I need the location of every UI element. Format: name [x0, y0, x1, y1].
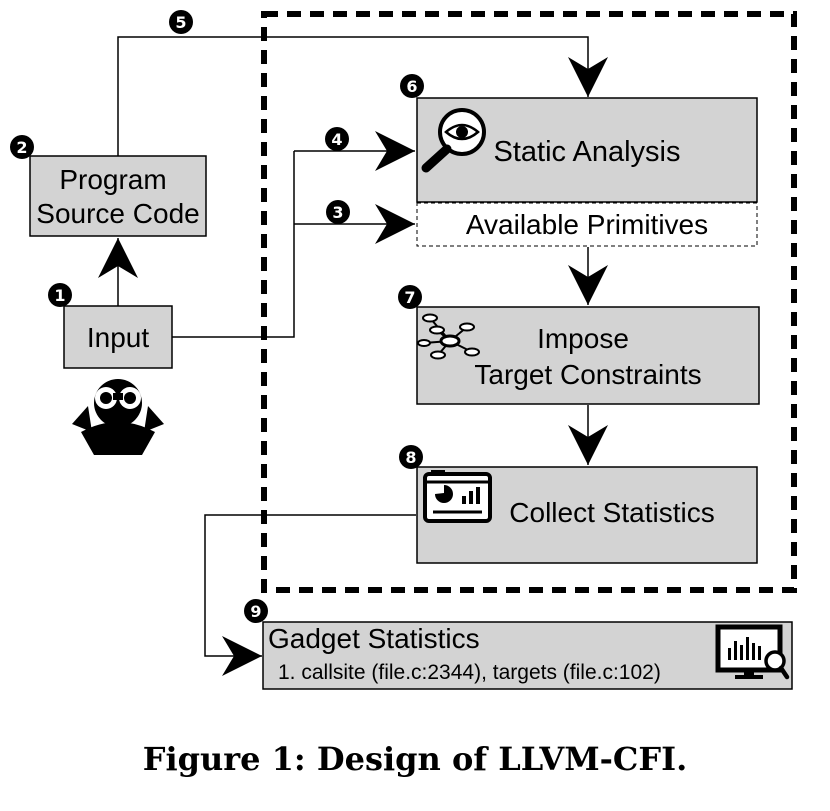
gadget-statistics-detail: 1. callsite (file.c:2344), targets (file…: [278, 661, 661, 684]
svg-text:2: 2: [16, 138, 27, 157]
program-source-line1: Program: [59, 164, 166, 195]
svg-text:9: 9: [250, 602, 261, 621]
program-source-line2: Source Code: [36, 198, 199, 229]
svg-text:4: 4: [331, 130, 342, 149]
gadget-statistics-title: Gadget Statistics: [268, 623, 480, 654]
caption-prefix: Figure 1: Design of: [142, 740, 499, 778]
edge-collect-to-gadget: [204, 514, 416, 676]
badge-2: 2: [10, 135, 34, 159]
edge-source-to-static: [117, 36, 608, 156]
gadget-statistics-box: [262, 621, 793, 690]
available-primitives-label: Available Primitives: [466, 209, 708, 240]
impose-constraints-line1: Impose: [537, 323, 629, 354]
caption-suffix: .: [676, 740, 688, 778]
llvm-cfi-boundary: [261, 11, 797, 593]
monitor-chart-magnifier-icon: [715, 624, 790, 680]
figure-caption: Figure 1: Design of LLVM-CFI.: [0, 740, 830, 778]
eye-magnifier-icon: [421, 108, 486, 173]
svg-text:5: 5: [175, 13, 186, 32]
svg-text:8: 8: [405, 448, 416, 467]
badge-4: 4: [325, 127, 349, 151]
svg-text:1: 1: [54, 286, 65, 305]
badge-9: 9: [244, 599, 268, 623]
edge-input-branch: [172, 151, 295, 338]
impose-constraints-line2: Target Constraints: [474, 359, 701, 390]
dashboard-icon: [423, 470, 492, 523]
svg-text:7: 7: [404, 288, 415, 307]
badge-7: 7: [398, 285, 422, 309]
badge-3: 3: [326, 200, 350, 224]
static-analysis-label: Static Analysis: [494, 136, 681, 168]
input-box: [63, 305, 173, 369]
available-primitives-box: [416, 202, 758, 247]
graph-nodes-icon: [417, 313, 480, 360]
person-binoculars-icon: [72, 379, 164, 455]
program-source-box: [29, 155, 207, 237]
input-label: Input: [87, 322, 149, 353]
badge-1: 1: [48, 283, 72, 307]
caption-name: LLVM-CFI: [498, 740, 677, 778]
svg-text:6: 6: [406, 77, 417, 96]
badge-6: 6: [400, 74, 424, 98]
collect-statistics-label: Collect Statistics: [509, 497, 714, 528]
svg-text:3: 3: [332, 203, 343, 222]
badge-5: 5: [169, 10, 193, 34]
badge-8: 8: [399, 445, 423, 469]
